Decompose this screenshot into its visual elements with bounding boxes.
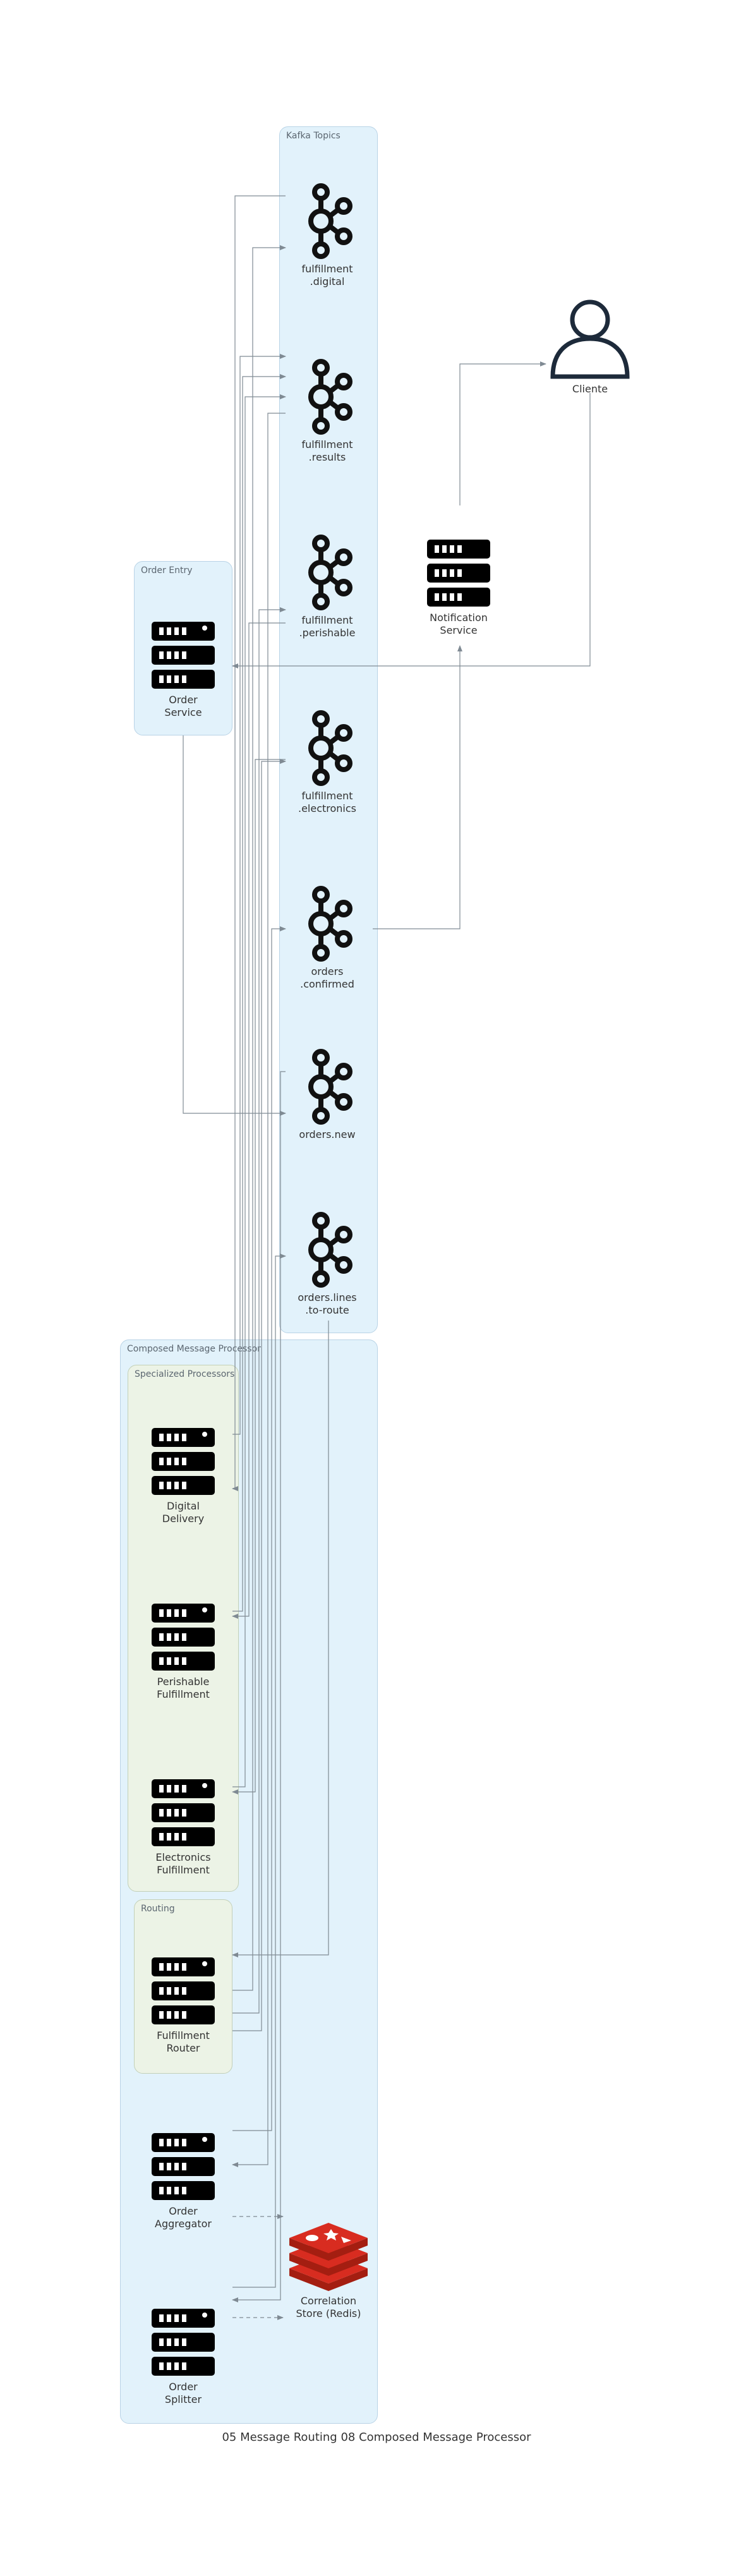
node-order-splitter: Order Splitter (133, 2307, 234, 2406)
node-fulfillment-router: Fulfillment Router (133, 1956, 234, 2055)
node-notification-service: Notification Service (408, 538, 509, 637)
server-icon (152, 622, 215, 689)
node-digital-delivery: Digital Delivery (133, 1427, 234, 1525)
node-label: Correlation Store (Redis) (296, 2295, 361, 2319)
kafka-topic-icon (308, 359, 352, 435)
kafka-topic-icon (308, 710, 352, 786)
cluster-label-kafka: Kafka Topics (286, 131, 340, 141)
node-orders-lines-to-route: orders.lines .to-route (277, 1212, 378, 1317)
node-label: Fulfillment Router (157, 2029, 210, 2054)
node-label: fulfillment .digital (301, 263, 353, 287)
edge-router-to-electronics (232, 759, 286, 2031)
node-electronics-fulfillment: Electronics Fulfillment (133, 1778, 234, 1877)
server-icon (152, 1604, 215, 1671)
server-icon (152, 1428, 215, 1495)
edge-perishable-topic-to-fulfillment (232, 622, 286, 1619)
cluster-label-composed: Composed Message Processor (127, 1344, 261, 1354)
node-label: Order Aggregator (155, 2205, 212, 2230)
node-label: orders.lines .to-route (298, 1291, 357, 1316)
node-label: orders.new (299, 1128, 356, 1140)
node-label: Cliente (572, 383, 608, 395)
kafka-topic-icon (308, 886, 352, 962)
cluster-label-order-entry: Order Entry (141, 565, 193, 576)
node-label: orders .confirmed (300, 965, 354, 990)
node-order-service: Order Service (133, 620, 234, 719)
node-fulfillment-digital: fulfillment .digital (277, 183, 378, 288)
edge-notification-to-cliente (459, 361, 546, 505)
edge-order-service-to-orders-new (183, 735, 286, 1116)
edge-perishable-to-results (232, 374, 286, 1612)
redis-icon (289, 2223, 368, 2291)
node-label: Order Service (164, 694, 202, 718)
cluster-kafka-topics: Kafka Topics (279, 126, 378, 1333)
edge-results-to-aggregator (232, 413, 286, 2167)
edge-electronics-topic-to-fulfillment (232, 759, 286, 1794)
edge-confirmed-to-notification (373, 645, 462, 929)
edge-router-to-digital (232, 245, 286, 1991)
edge-new-to-splitter (232, 1071, 286, 2302)
cluster-label-specialized: Specialized Processors (135, 1369, 235, 1379)
kafka-topic-icon (308, 535, 352, 610)
edge-digital-to-results (232, 354, 286, 1435)
diagram-title: 05 Message Routing 08 Composed Message P… (222, 2431, 531, 2444)
server-icon (152, 2309, 215, 2376)
node-order-aggregator: Order Aggregator (133, 2132, 234, 2230)
edge-aggregator-to-confirmed (232, 926, 286, 2131)
node-label: Electronics Fulfillment (155, 1851, 211, 1876)
node-fulfillment-electronics: fulfillment .electronics (277, 710, 378, 815)
edge-digital-topic-to-delivery (232, 195, 286, 1491)
node-label: Digital Delivery (162, 1500, 205, 1525)
server-icon (427, 540, 490, 607)
edge-cliente-to-order-service (232, 393, 591, 668)
server-icon (152, 1957, 215, 2024)
edge-electronics-to-results (232, 394, 286, 1787)
node-label: Notification Service (430, 612, 488, 636)
node-orders-new: orders.new (277, 1049, 378, 1141)
node-label: Perishable Fulfillment (157, 1676, 210, 1700)
node-orders-confirmed: orders .confirmed (277, 886, 378, 991)
cluster-order-entry: Order Entry (134, 561, 232, 735)
node-correlation-store: Correlation Store (Redis) (278, 2222, 379, 2320)
node-cliente: Cliente (539, 297, 641, 396)
node-fulfillment-results: fulfillment .results (277, 359, 378, 464)
kafka-topic-icon (308, 1212, 352, 1288)
node-label: fulfillment .results (301, 438, 353, 463)
cluster-label-routing: Routing (141, 1904, 175, 1914)
kafka-topic-icon (308, 183, 352, 259)
server-icon (152, 1779, 215, 1846)
kafka-topic-icon (308, 1049, 352, 1125)
node-label: fulfillment .perishable (299, 614, 356, 639)
node-fulfillment-perishable: fulfillment .perishable (277, 535, 378, 639)
user-icon (550, 299, 630, 379)
node-perishable-fulfillment: Perishable Fulfillment (133, 1602, 234, 1701)
node-label: Order Splitter (164, 2381, 202, 2405)
node-label: fulfillment .electronics (298, 790, 357, 814)
server-icon (152, 2133, 215, 2200)
edge-router-to-perishable (232, 607, 286, 2014)
edge-lines-to-router (232, 1321, 329, 1957)
